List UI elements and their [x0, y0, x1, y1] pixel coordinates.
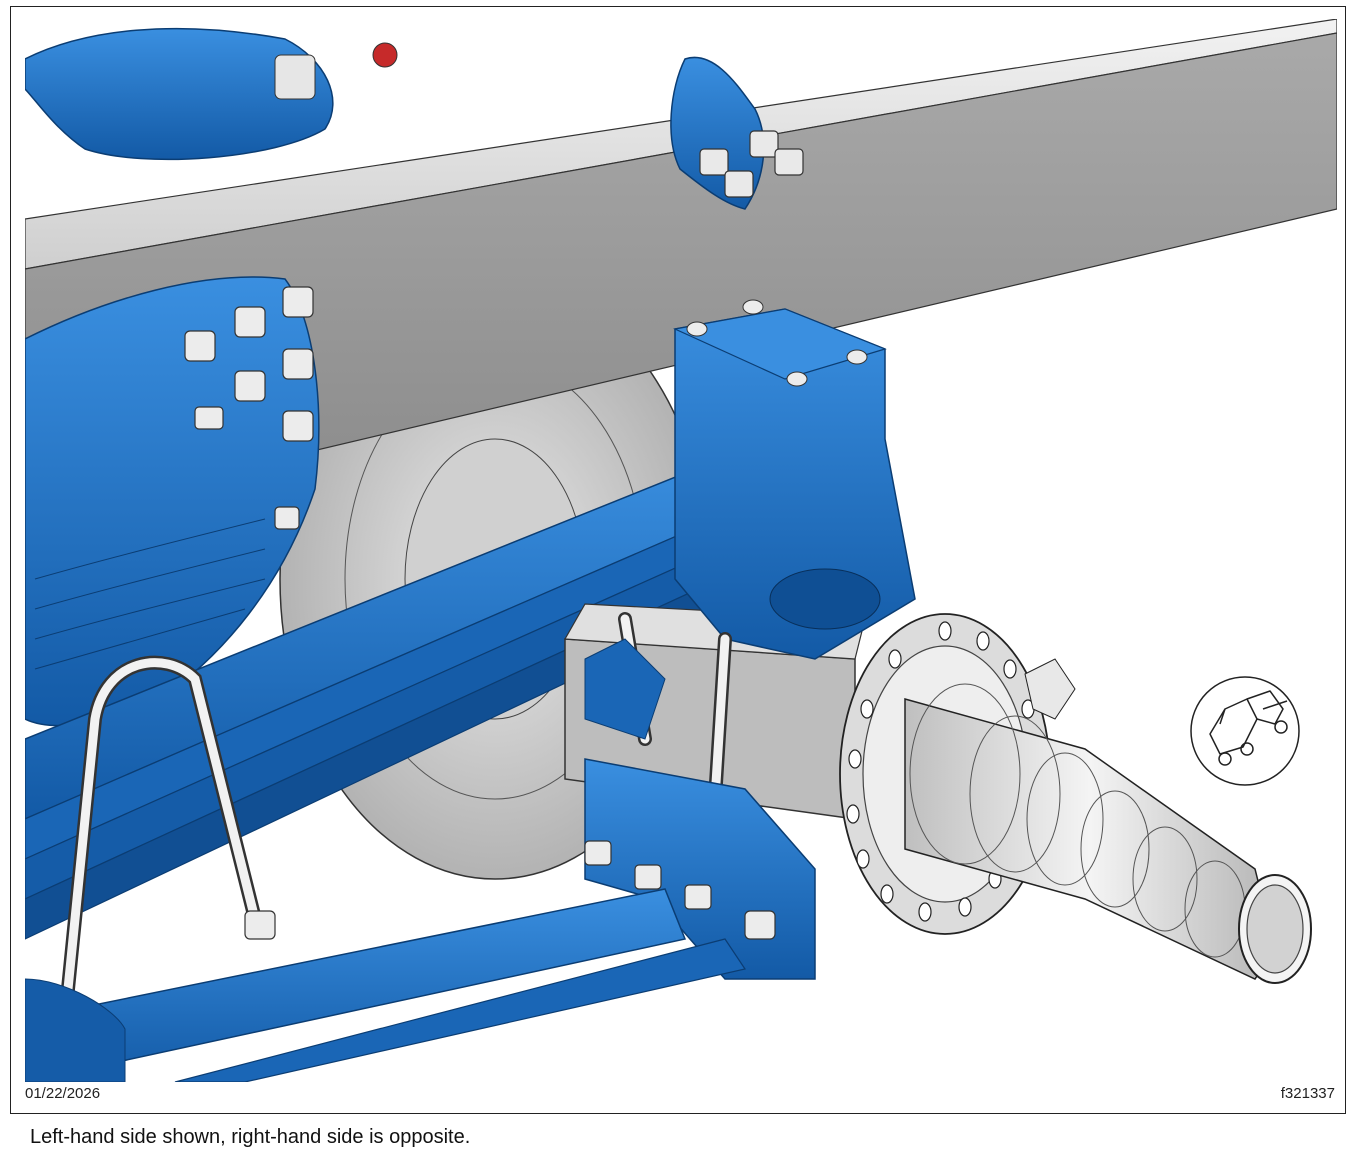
stabilizer-rod — [25, 888, 746, 1082]
front-spring-hanger — [25, 276, 320, 727]
figure-caption: Left-hand side shown, right-hand side is… — [30, 1126, 471, 1148]
figure-date: 01/22/2026 — [25, 1085, 101, 1102]
figure-frame: 01/22/2026 f321337 — [10, 6, 1346, 1114]
spring-seat — [673, 299, 916, 660]
lower-spring-plate — [244, 638, 816, 980]
spindle — [904, 658, 1312, 984]
rail-bracket — [670, 56, 804, 210]
suspension-illustration — [25, 19, 1337, 1082]
truck-orientation-icon — [1190, 676, 1300, 786]
figure-id: f321337 — [1280, 1085, 1335, 1102]
upper-spring-hanger — [25, 27, 398, 161]
